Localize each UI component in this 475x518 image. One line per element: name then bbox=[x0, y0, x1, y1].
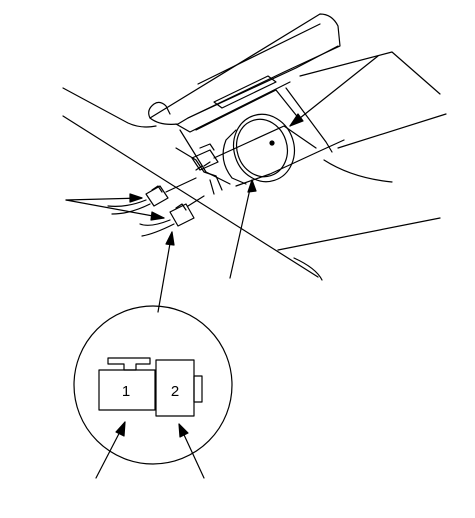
terminal-1-cavity[interactable] bbox=[98, 369, 156, 411]
panel-line-lower bbox=[62, 115, 319, 278]
housing-front-face bbox=[175, 147, 217, 177]
housing-inner-top bbox=[195, 89, 301, 131]
plug-callout-arrowhead-upper bbox=[129, 193, 143, 203]
socket-callout-line bbox=[289, 55, 379, 127]
housing-bottom bbox=[235, 139, 345, 187]
socket-outer-rim bbox=[232, 113, 296, 183]
plug-upper-latch bbox=[151, 185, 163, 193]
detail-circle bbox=[73, 305, 233, 465]
console-lid bbox=[148, 13, 341, 133]
housing-connector-pins bbox=[195, 161, 211, 171]
terminal-2-label: 2 bbox=[171, 383, 179, 400]
housing-inner-floor bbox=[213, 125, 317, 159]
socket-center-pin bbox=[269, 140, 275, 146]
terminal-callout-arrowhead bbox=[247, 179, 257, 193]
socket-callout bbox=[289, 55, 379, 127]
plug-lower-latch bbox=[175, 203, 187, 211]
terminal-2-pointer-arrowhead bbox=[178, 423, 189, 438]
housing-left-wall bbox=[179, 129, 231, 185]
lid-inner-edge bbox=[197, 23, 321, 85]
panel-line-right-mid bbox=[337, 113, 447, 149]
socket-housing bbox=[175, 87, 345, 187]
plug-lower-wires bbox=[139, 219, 175, 237]
socket-body-side bbox=[222, 129, 247, 185]
harness-connectors bbox=[107, 177, 205, 237]
panel-line-bottom-flare bbox=[293, 257, 323, 281]
lid-handle bbox=[213, 75, 277, 109]
plug-callout-arrowhead-lower bbox=[150, 211, 165, 221]
lid-hinge-edge bbox=[187, 45, 339, 119]
connector-latch bbox=[107, 357, 151, 371]
detail-leader-line bbox=[157, 231, 173, 313]
plug-callout-line-lower bbox=[65, 199, 165, 219]
panel-line-upper bbox=[62, 87, 157, 128]
body-panel-lines bbox=[62, 51, 447, 281]
housing-connector-tab bbox=[199, 143, 215, 151]
connector-detail: 1 2 bbox=[73, 305, 233, 465]
terminal-pointers bbox=[95, 421, 205, 479]
housing-wire-stub bbox=[209, 175, 223, 195]
housing-right-wall bbox=[285, 87, 333, 153]
plug-upper bbox=[145, 185, 169, 207]
terminal-1-label: 1 bbox=[122, 383, 130, 400]
socket-inner-rim bbox=[235, 118, 289, 178]
detail-leader bbox=[157, 231, 175, 313]
panel-line-lower-right bbox=[277, 217, 441, 251]
housing-connector bbox=[191, 143, 223, 195]
socket-callout-arrowhead bbox=[289, 113, 304, 127]
housing-connector-body bbox=[191, 149, 219, 171]
detail-leader-arrowhead bbox=[165, 231, 175, 246]
terminal-callout bbox=[229, 179, 257, 279]
lid-top bbox=[149, 13, 341, 125]
connector-side-tab bbox=[193, 375, 203, 403]
accessory-socket bbox=[222, 113, 296, 185]
plug-to-housing-wire bbox=[165, 177, 205, 207]
lid-lower-lip bbox=[175, 81, 291, 133]
terminal-callout-line bbox=[229, 179, 253, 279]
plug-lower bbox=[169, 203, 195, 227]
panel-line-right-top bbox=[299, 51, 441, 95]
plug-callout-line-upper bbox=[65, 197, 143, 201]
plug-callout bbox=[65, 193, 165, 221]
panel-line-right-curve bbox=[323, 159, 393, 183]
terminal-1-pointer-arrowhead bbox=[115, 421, 126, 437]
lid-front-edge bbox=[148, 101, 171, 119]
